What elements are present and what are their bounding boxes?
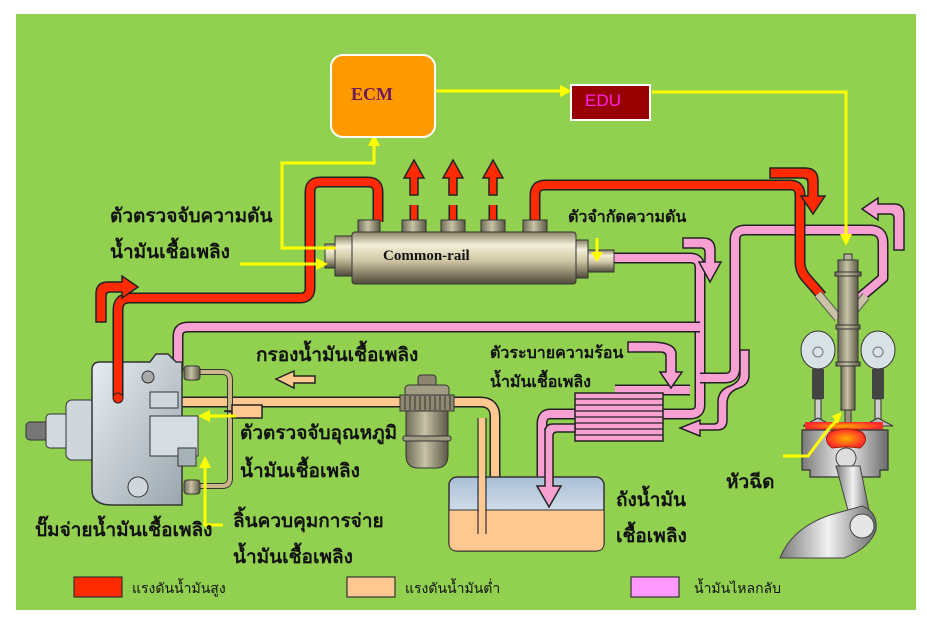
supply-pump <box>25 353 201 506</box>
fuel-tank-label-line1: ถังน้ำมัน <box>616 490 686 511</box>
legend-swatch-return-flow <box>630 576 680 598</box>
fuel-tank-label-line2: เชื้อเพลิง <box>616 526 687 547</box>
legend-low-pressure-label: แรงดันน้ำมันต่ำ <box>405 582 501 597</box>
fuel-cooler-label-line1: ตัวระบายความร้อน <box>490 345 624 362</box>
ecm-label: ECM <box>351 84 393 104</box>
fuel-cooler <box>574 392 664 442</box>
injector-label: หัวฉีด <box>726 472 775 493</box>
legend-swatch-high-pressure <box>73 576 123 598</box>
piston <box>779 422 889 559</box>
limiter-arrow-icon <box>591 252 603 262</box>
legend-high-pressure-label: แรงดันน้ำมันสูง <box>132 582 226 597</box>
high-pressure-pipes <box>112 176 827 400</box>
injector-feed-arrow-icon <box>769 167 827 216</box>
fuel-temp-sensor-label-line2: น้ำมันเชื้อเพลิง <box>240 461 360 482</box>
filter-flow-arrow-icon <box>274 369 316 390</box>
injector-signal-arrow-icon <box>840 234 852 246</box>
high-pressure-flow-arrow-icon <box>95 274 140 323</box>
injector-assembly <box>814 253 870 425</box>
outlet-arrow-2-icon <box>441 158 465 196</box>
legend-return-flow-label: น้ำมันไหลกลับ <box>694 582 782 597</box>
cooler-outflow-arrow-icon <box>677 349 750 438</box>
outlet-arrow-1-icon <box>402 158 426 196</box>
injector-label-arrow-icon <box>832 412 842 424</box>
rail-sensor-arrow-icon <box>316 258 328 270</box>
scv-label-line2: น้ำมันเชื้อเพลิง <box>233 547 353 568</box>
scv-label-line1: ลิ้นควบคุมการจ่าย <box>233 511 384 532</box>
supply-pump-label: ปั๊มจ่ายน้ำมันเชื้อเพลิง <box>35 520 213 541</box>
legend-swatch-low-pressure <box>346 576 396 598</box>
common-rail-label: Common-rail <box>383 248 470 264</box>
legend-swatches <box>73 576 680 598</box>
ecm-box <box>330 54 436 138</box>
limiter-return-arrow-icon <box>682 237 723 284</box>
fuel-filter-label: กรองน้ำมันเชื้อเพลิง <box>256 345 419 366</box>
outlet-arrow-3-icon <box>481 158 505 196</box>
ecm-input-arrow-icon <box>368 134 380 146</box>
scv-arrow-icon <box>199 456 211 468</box>
pressure-limiter-label: ตัวจำกัดความดัน <box>568 209 687 226</box>
low-pressure-pipes <box>175 369 501 535</box>
edu-input-arrow-icon <box>560 85 572 97</box>
signal-lines <box>203 89 848 527</box>
rail-pressure-sensor-label-line1: ตัวตรวจจับความดัน <box>110 206 273 227</box>
cooler-inflow-arrow-icon <box>627 341 684 390</box>
high-pressure-outlet-arrows <box>402 158 505 196</box>
edu-box <box>570 84 651 121</box>
temp-sensor-arrow-icon <box>198 410 210 422</box>
fuel-cooler-label-line2: น้ำมันเชื้อเพลิง <box>490 374 591 391</box>
common-rail <box>324 219 615 285</box>
signal-arrowheads <box>198 85 852 468</box>
edu-label: EDU <box>585 91 621 110</box>
rail-pressure-sensor-label-line2: น้ำมันเชื้อเพลิง <box>110 242 230 263</box>
fuel-tank <box>448 418 605 552</box>
fuel-temp-sensor-label-line1: ตัวตรวจจับอุณหภูมิ <box>240 423 398 444</box>
flow-arrows <box>95 167 905 438</box>
fuel-filter <box>399 374 455 469</box>
injector-return-arrow-icon <box>860 196 905 251</box>
tank-return-arrow-icon <box>535 423 576 509</box>
